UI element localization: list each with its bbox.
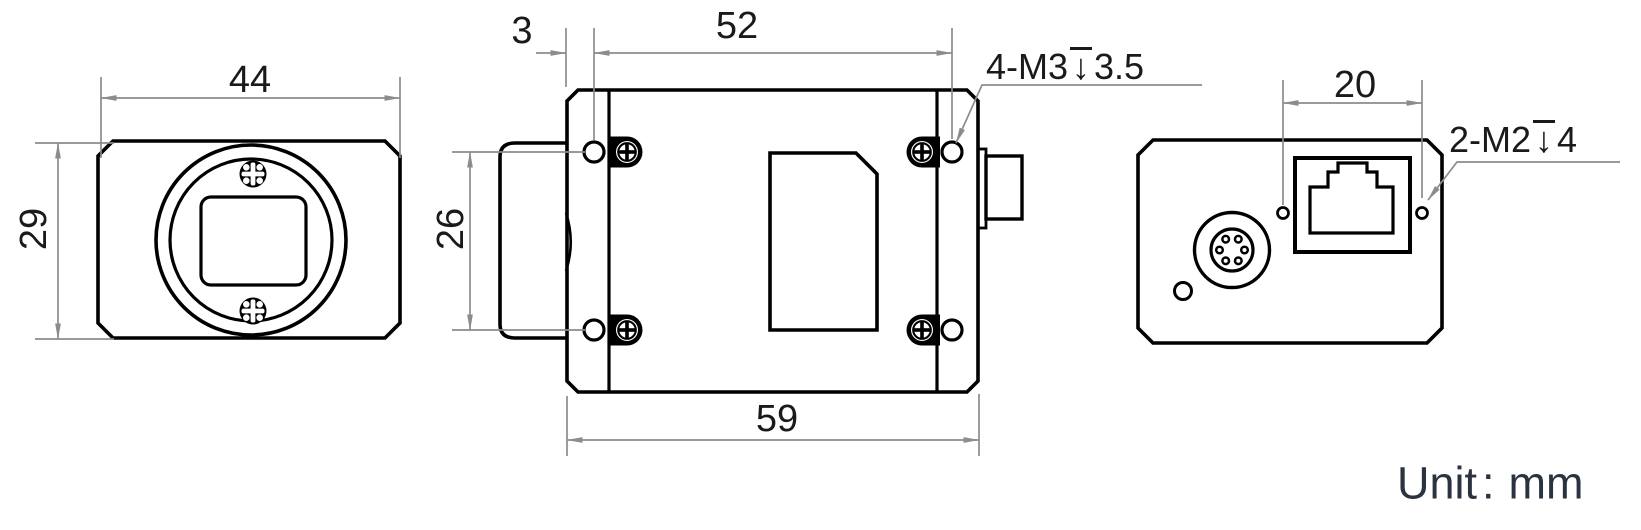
screw-icon xyxy=(906,136,940,168)
thread-callout-side: 4-M3↓3.5 xyxy=(986,47,1144,85)
back-view xyxy=(1136,138,1444,345)
sensor-window xyxy=(199,195,308,287)
dimension-lines xyxy=(35,28,1620,456)
depth-symbol-icon: ↓ xyxy=(1070,46,1093,87)
mounting-hole xyxy=(582,318,606,342)
screw-hole xyxy=(1276,206,1290,220)
dim-front-width: 44 xyxy=(228,59,272,101)
screw-icon xyxy=(609,314,643,346)
front-view xyxy=(96,139,402,340)
dim-top-hole-span: 52 xyxy=(715,5,759,47)
unit-note-value: mm xyxy=(1508,457,1584,509)
power-connector-outer xyxy=(1192,210,1272,290)
side-body-outline xyxy=(565,88,980,394)
unit-note: Unit:mm xyxy=(1397,461,1584,506)
power-connector-pins xyxy=(1214,234,1250,266)
depth-symbol-icon: ↓ xyxy=(1533,119,1556,160)
unit-note-colon: : xyxy=(1482,457,1495,509)
dim-lens-offset: 3 xyxy=(511,10,533,52)
screw-icon xyxy=(239,297,267,325)
screw-icon xyxy=(906,314,940,346)
thread-callout-side-prefix: 4-M3 xyxy=(986,46,1069,87)
screw-icon xyxy=(239,160,267,188)
status-led xyxy=(1173,281,1193,301)
leader-line-side-thread xyxy=(955,84,1202,144)
thread-callout-back-depth: 4 xyxy=(1557,119,1578,160)
dim-front-height: 29 xyxy=(13,207,55,251)
thread-callout-side-depth: 3.5 xyxy=(1094,46,1145,87)
mounting-hole xyxy=(940,318,964,342)
label-plate xyxy=(768,151,879,332)
power-connector-inner xyxy=(1209,227,1255,273)
screw-hole xyxy=(1415,206,1429,220)
dim-body-depth: 59 xyxy=(755,398,799,440)
lens-mount-outer-circle xyxy=(154,143,348,337)
front-body-outline xyxy=(96,139,402,340)
dim-side-hole-span: 26 xyxy=(430,207,472,251)
lens-barrel xyxy=(498,141,567,340)
mounting-hole xyxy=(940,140,964,164)
lens-mount-arc xyxy=(564,212,573,272)
dim-back-hole-span: 20 xyxy=(1333,64,1377,106)
mounting-hole xyxy=(582,140,606,164)
side-view xyxy=(498,88,1024,394)
unit-note-label: Unit xyxy=(1397,457,1478,509)
back-body-outline xyxy=(1136,138,1444,345)
ethernet-port-outer xyxy=(1293,156,1412,254)
leader-line-back-thread xyxy=(1427,161,1620,201)
thread-callout-back: 2-M2↓4 xyxy=(1449,120,1577,158)
thread-callout-back-prefix: 2-M2 xyxy=(1449,119,1532,160)
connector-plug xyxy=(984,154,1024,221)
ethernet-port-jack xyxy=(1308,161,1395,235)
screw-icon xyxy=(609,136,643,168)
